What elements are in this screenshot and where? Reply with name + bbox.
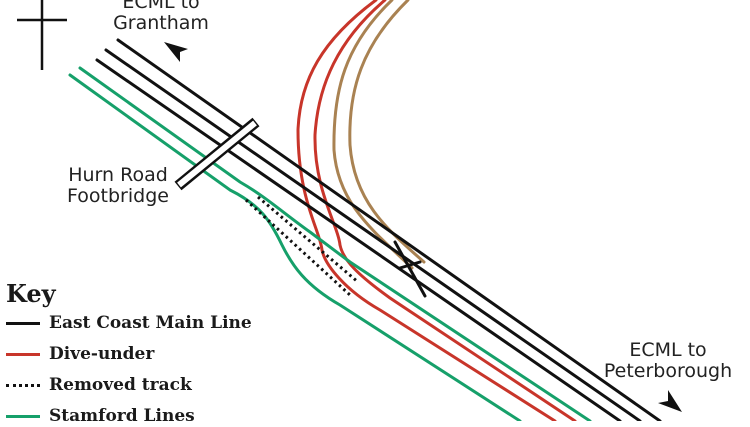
key-swatch-ecml bbox=[6, 321, 40, 325]
key-item-ecml: East Coast Main Line bbox=[6, 312, 252, 334]
footbridge-label-line2: Footbridge bbox=[67, 185, 169, 207]
footbridge-label-line1: Hurn Road bbox=[68, 164, 168, 186]
ecml-peterborough-label: ECML to Peterborough bbox=[583, 340, 750, 382]
footbridge bbox=[174, 117, 260, 191]
direction-arrow-icon bbox=[164, 42, 188, 62]
north-arrow-icon bbox=[17, 0, 67, 70]
key-title: Key bbox=[6, 279, 56, 308]
ecml-grantham-line2: Grantham bbox=[113, 12, 209, 34]
key-item-removed-track: Removed track bbox=[6, 374, 192, 396]
key-swatch-dive-under bbox=[6, 352, 40, 356]
key-label-stamford: Stamford Lines bbox=[49, 406, 195, 426]
dive-under-lines bbox=[296, 0, 577, 421]
key-item-dive-under: Dive-under bbox=[6, 343, 154, 365]
ecml-grantham-line1: ECML to bbox=[122, 0, 200, 13]
removed-track-lines bbox=[244, 195, 359, 297]
key-label-dive-under: Dive-under bbox=[49, 344, 155, 364]
key-label-ecml: East Coast Main Line bbox=[49, 313, 252, 333]
key-swatch-removed-track bbox=[6, 383, 40, 387]
key-swatch-stamford bbox=[6, 414, 40, 418]
direction-arrow-icon bbox=[658, 390, 682, 412]
stamford-lines bbox=[68, 66, 592, 421]
footbridge-label: Hurn Road Footbridge bbox=[52, 165, 184, 207]
ecml-peterborough-line2: Peterborough bbox=[603, 360, 733, 382]
key-item-stamford: Stamford Lines bbox=[6, 405, 195, 427]
key-label-removed-track: Removed track bbox=[49, 375, 192, 395]
ecml-lines bbox=[95, 38, 662, 421]
ecml-peterborough-line1: ECML to bbox=[629, 339, 707, 361]
ecml-grantham-label: ECML to Grantham bbox=[96, 0, 226, 34]
